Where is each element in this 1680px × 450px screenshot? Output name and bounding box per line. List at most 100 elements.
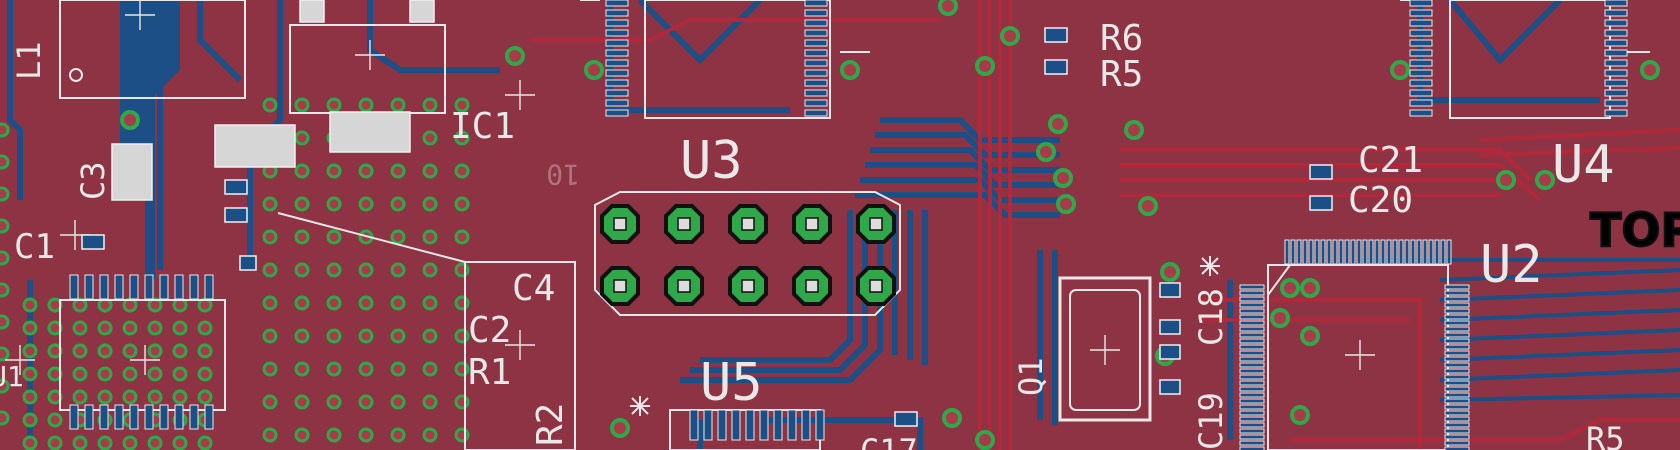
via: [1390, 60, 1410, 80]
via: [422, 394, 438, 410]
ic-pin: [1356, 239, 1362, 265]
ic-pin: [1604, 0, 1628, 7]
ic-pin: [1239, 440, 1265, 446]
via: [390, 361, 406, 377]
via: [975, 56, 995, 76]
ic-pin: [1444, 374, 1470, 380]
ic-pin: [1444, 380, 1470, 386]
ic-pin: [129, 404, 139, 430]
via: [72, 320, 88, 336]
ic-pin: [605, 49, 629, 57]
ic-pin: [129, 274, 139, 300]
ic-pin: [1239, 362, 1265, 368]
ic-pin: [1409, 0, 1433, 7]
via: [262, 394, 278, 410]
ic-pin: [204, 274, 214, 300]
via: [0, 154, 10, 170]
ic-pin: [1386, 239, 1392, 265]
via: [584, 60, 604, 80]
via: [1270, 308, 1290, 328]
header-hole: [613, 217, 627, 231]
ic-pin: [1409, 69, 1433, 77]
via: [122, 343, 138, 359]
via: [610, 418, 630, 438]
ic-pin: [1444, 410, 1470, 416]
via: [422, 97, 438, 113]
via: [197, 389, 213, 405]
via: [294, 295, 310, 311]
label-c4: C4: [512, 268, 555, 309]
ic-pin: [1444, 326, 1470, 332]
via: [97, 320, 113, 336]
ic-pin: [1239, 392, 1265, 398]
via: [122, 366, 138, 382]
via: [0, 218, 10, 234]
via: [97, 435, 113, 450]
ic-pin: [1444, 344, 1470, 350]
ic-pin: [605, 99, 629, 107]
ic-pin: [1410, 239, 1416, 265]
via: [147, 389, 163, 405]
ic-pin: [99, 274, 109, 300]
via: [454, 262, 470, 278]
ic-pin: [804, 109, 828, 117]
via: [326, 361, 342, 377]
via: [120, 110, 140, 130]
via: [942, 408, 962, 428]
ic-pin: [1444, 332, 1470, 338]
label-r6: R6: [1100, 18, 1143, 59]
label-pin10: 10: [546, 158, 580, 191]
ic-pin: [1239, 416, 1265, 422]
via: [262, 196, 278, 212]
ic-pin: [1239, 356, 1265, 362]
ic-pin: [605, 79, 629, 87]
ic-pin: [1239, 284, 1265, 290]
via: [840, 60, 860, 80]
via: [0, 122, 10, 138]
label-c18: C18: [1192, 288, 1230, 346]
ic-pin: [605, 19, 629, 27]
ic-pin: [1604, 19, 1628, 27]
ic-pin: [1409, 9, 1433, 17]
ic-pin: [804, 39, 828, 47]
via: [390, 97, 406, 113]
via: [454, 394, 470, 410]
via: [422, 328, 438, 344]
ic-pin: [189, 404, 199, 430]
ic-pin: [1239, 308, 1265, 314]
ic-pin: [159, 274, 169, 300]
ic-pin: [1362, 239, 1368, 265]
via: [262, 361, 278, 377]
via: [390, 328, 406, 344]
ic-pin: [1239, 422, 1265, 428]
via: [262, 295, 278, 311]
ic-pin: [159, 404, 169, 430]
ic-pin: [1604, 109, 1628, 117]
via: [454, 196, 470, 212]
via: [1300, 278, 1320, 298]
ic-pin: [605, 59, 629, 67]
via: [390, 229, 406, 245]
via: [122, 320, 138, 336]
ic-pin: [804, 99, 828, 107]
via: [1048, 114, 1068, 134]
via: [390, 427, 406, 443]
label-u3: U3: [680, 131, 743, 191]
via: [390, 295, 406, 311]
via: [294, 229, 310, 245]
label-c20: C20: [1348, 180, 1413, 221]
via: [22, 366, 38, 382]
ic-pin: [1444, 428, 1470, 434]
header-hole: [805, 279, 819, 293]
silkscreen-outlines: [59, 0, 1650, 450]
ic-pin: [1398, 239, 1404, 265]
via: [22, 412, 38, 428]
via: [505, 46, 525, 66]
ic-pin: [1444, 338, 1470, 344]
ic-pin: [114, 404, 124, 430]
via: [72, 389, 88, 405]
via: [390, 163, 406, 179]
ic-pin: [1444, 386, 1470, 392]
via: [47, 412, 63, 428]
ic-pin: [84, 274, 94, 300]
